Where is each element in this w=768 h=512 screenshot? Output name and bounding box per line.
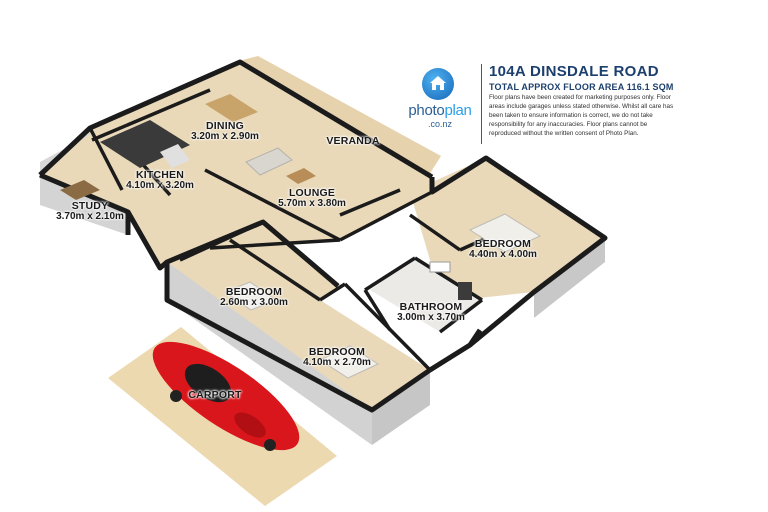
room-label-bathroom: BATHROOM 3.00m x 3.70m	[391, 301, 471, 324]
veranda-deck	[235, 56, 441, 178]
photoplan-logo: photoplan .co.nz	[403, 68, 477, 134]
exterior-wall-southeast	[372, 370, 430, 445]
logo-domain: .co.nz	[427, 119, 452, 129]
floor-area-total: TOTAL APPROX FLOOR AREA 116.1 SQM	[489, 82, 674, 92]
room-label-kitchen: KITCHEN 4.10m x 3.20m	[120, 169, 200, 192]
exterior-wall-east	[534, 238, 605, 318]
logo-word-plan: plan	[444, 102, 472, 119]
lounge-table	[286, 168, 316, 184]
floor-bathroom	[370, 258, 482, 332]
room-name: LOUNGE	[288, 187, 336, 199]
disclaimer-text: Floor plans have been created for market…	[489, 94, 674, 137]
room-dimensions: 3.20m x 2.90m	[191, 131, 259, 143]
kitchen-island	[160, 144, 190, 168]
room-label-bedroom-1: BEDROOM 4.40m x 4.00m	[463, 238, 543, 261]
study-desk	[60, 180, 100, 200]
room-dimensions: 4.40m x 4.00m	[469, 249, 537, 261]
room-name: BEDROOM	[225, 286, 283, 298]
room-label-veranda: VERANDA	[318, 135, 388, 147]
room-name: BEDROOM	[308, 346, 366, 358]
kitchen-counter	[100, 120, 190, 168]
room-name: VERANDA	[326, 135, 380, 147]
room-label-study: STUDY 3.70m x 2.10m	[52, 200, 128, 223]
bedroom3-bed	[318, 345, 380, 379]
dining-table	[205, 94, 258, 122]
room-dimensions: 4.10m x 2.70m	[303, 357, 371, 369]
bedroom2-bed	[223, 281, 278, 311]
room-name: DINING	[206, 120, 244, 132]
room-name: KITCHEN	[135, 169, 185, 181]
room-dimensions: 4.10m x 3.20m	[126, 180, 194, 192]
bath-vanity	[429, 261, 451, 273]
room-label-carport: CARPORT	[180, 389, 250, 401]
bedroom1-bed	[468, 213, 542, 253]
room-name: STUDY	[71, 200, 109, 212]
room-dimensions: 3.00m x 3.70m	[397, 312, 465, 324]
red-car-icon	[152, 341, 300, 451]
header-divider	[481, 64, 482, 144]
room-label-bedroom-3: BEDROOM 4.10m x 2.70m	[297, 346, 377, 369]
room-label-dining: DINING 3.20m x 2.90m	[186, 120, 264, 143]
room-dimensions: 5.70m x 3.80m	[278, 198, 346, 210]
logo-word-photo: photo	[408, 102, 445, 119]
room-dimensions: 3.70m x 2.10m	[56, 211, 124, 223]
house-icon	[430, 76, 446, 90]
floor-living	[40, 62, 432, 268]
property-address: 104A DINSDALE ROAD	[489, 63, 659, 80]
room-dimensions: 2.60m x 3.00m	[220, 297, 288, 309]
logo-wordmark: photoplan	[403, 102, 477, 119]
room-name: BEDROOM	[474, 238, 532, 250]
room-label-lounge: LOUNGE 5.70m x 3.80m	[272, 187, 352, 210]
lounge-sofa	[245, 147, 293, 176]
room-label-bedroom-2: BEDROOM 2.60m x 3.00m	[214, 286, 294, 309]
bath-shower	[458, 282, 472, 300]
room-name: CARPORT	[188, 389, 242, 401]
room-name: BATHROOM	[399, 301, 463, 313]
